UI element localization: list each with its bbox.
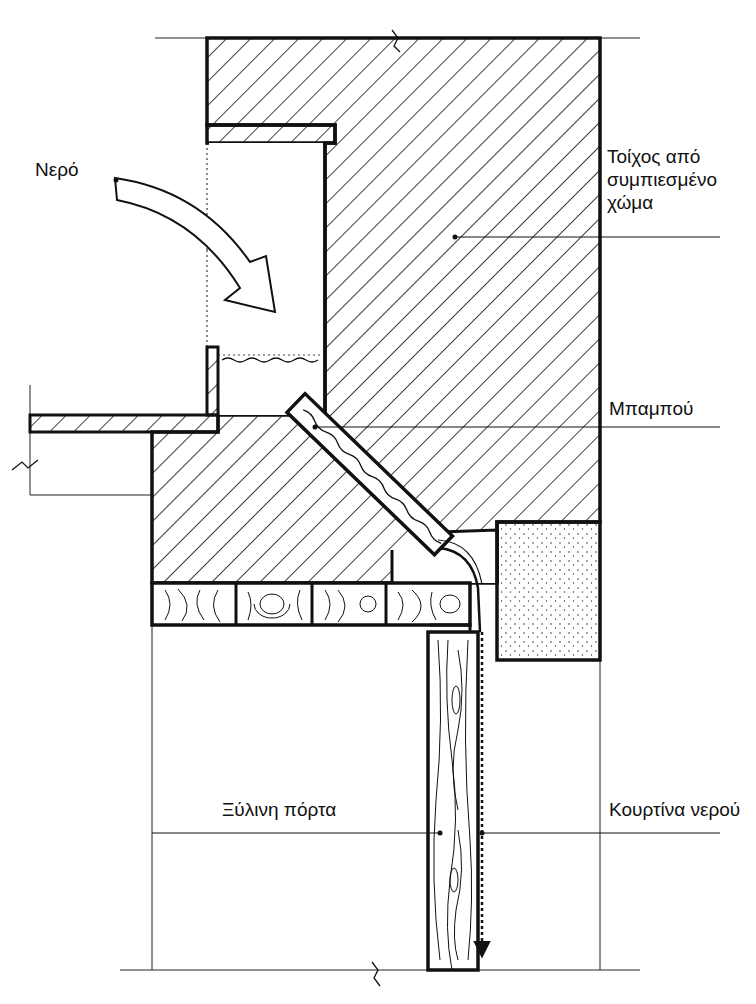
niche-wall — [323, 143, 327, 415]
leader-line — [482, 833, 720, 834]
water-level — [218, 355, 323, 356]
part-label: Κουρτίνα νερού — [609, 798, 740, 821]
wood-grain — [434, 640, 472, 970]
leader-dot — [313, 425, 318, 430]
niche-parapet — [207, 347, 218, 415]
leader-lines — [152, 237, 720, 833]
plank-joint — [311, 583, 314, 625]
break-mark — [372, 962, 380, 986]
leader-dot — [453, 235, 458, 240]
niche-beam — [207, 125, 335, 143]
stone-block — [497, 522, 600, 660]
bamboo-pipe — [287, 394, 453, 555]
niche-edge — [207, 250, 208, 347]
water-curtain — [481, 632, 484, 955]
leader-dot — [480, 831, 485, 836]
floor-slab — [30, 415, 218, 432]
water-stream — [438, 540, 482, 584]
guide-lines — [30, 38, 640, 970]
guide-line — [30, 385, 31, 495]
part-label: Μπαμπού — [609, 397, 693, 420]
plank-joint — [235, 583, 238, 625]
lintel — [152, 583, 470, 625]
leader-line — [152, 833, 440, 834]
part-label: Ξύλινη πόρτα — [222, 798, 336, 821]
wood-grain — [165, 589, 460, 622]
guide-line — [600, 660, 601, 970]
guide-line — [30, 495, 152, 496]
water-arrow — [115, 178, 275, 312]
water-flow — [302, 409, 443, 545]
plank-joint — [385, 583, 388, 625]
leader-dots — [313, 235, 485, 836]
water-surface — [222, 358, 318, 362]
wooden-lintel — [152, 583, 470, 632]
outlet-edge — [391, 550, 394, 583]
leader-line — [455, 237, 720, 238]
guide-line — [152, 625, 153, 970]
bamboo-tube — [287, 394, 453, 555]
leader-dot — [114, 178, 119, 183]
wooden-door — [428, 632, 478, 970]
break-mark — [12, 460, 38, 470]
guide-line — [120, 970, 640, 971]
leader-dot — [438, 831, 443, 836]
leader-line — [315, 427, 720, 428]
rammed-earth-wall — [152, 38, 600, 583]
part-label: Τοίχος από συμπιεσμένο χώμα — [607, 145, 737, 214]
door-leaf — [428, 632, 478, 970]
part-label: Νερό — [35, 158, 79, 181]
